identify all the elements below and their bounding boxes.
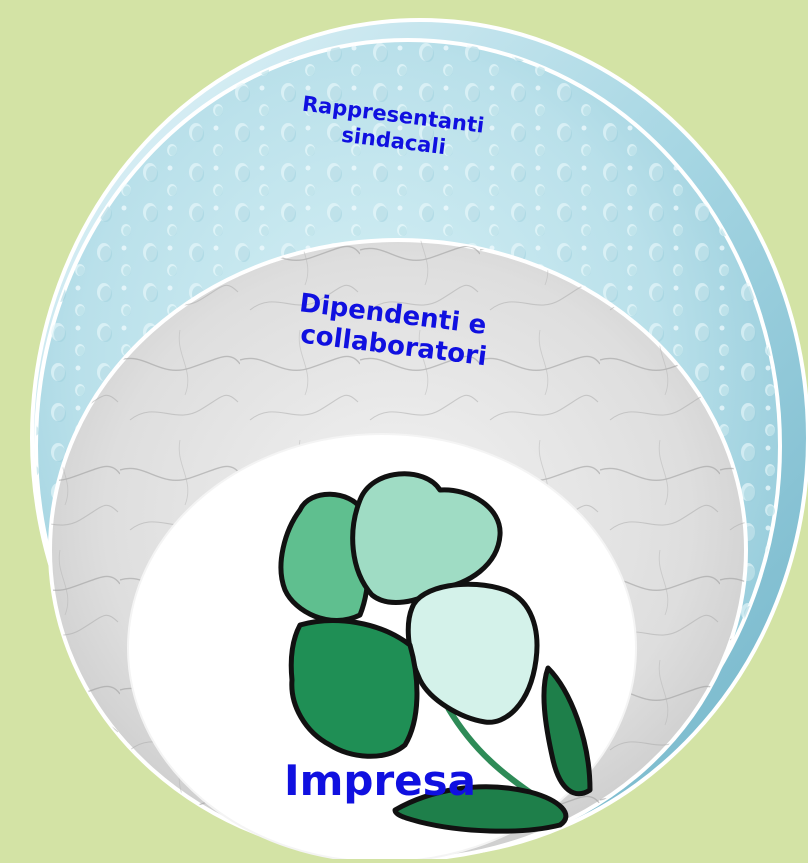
core-label: Impresa [284, 756, 476, 805]
core-circle-company: Impresa [128, 434, 636, 859]
